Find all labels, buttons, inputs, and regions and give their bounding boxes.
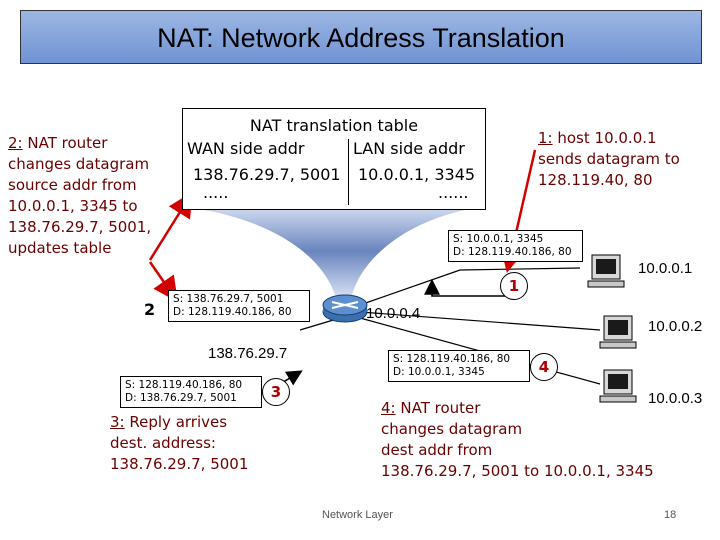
- router-wan-address: 138.76.29.7: [208, 345, 288, 362]
- step3-title: Reply arrives: [124, 413, 228, 431]
- nat-translation-table: NAT translation table WAN side addr LAN …: [182, 108, 486, 210]
- step1-number: 1:: [538, 129, 553, 147]
- packet-3: S: 128.119.40.186, 80 D: 138.76.29.7, 50…: [120, 376, 262, 408]
- marker-2: 2: [144, 300, 156, 319]
- packet-dest: D: 10.0.0.1, 3345: [393, 366, 485, 378]
- table-row-lan: 10.0.0.1, 3345: [358, 165, 476, 184]
- computer-host3-icon: [599, 369, 637, 403]
- step3-number: 3:: [110, 413, 125, 431]
- marker-4: 4: [530, 353, 558, 381]
- step4-title: NAT router: [395, 399, 481, 417]
- table-col-lan: LAN side addr: [353, 139, 465, 158]
- step4-line: changes datagram: [381, 420, 523, 438]
- computer-host1-icon: [587, 254, 625, 288]
- marker-1: 1: [500, 272, 528, 300]
- step1-line: sends datagram to: [538, 150, 680, 168]
- title-bar: NAT: Network Address Translation: [20, 10, 702, 64]
- table-ellipsis-lan: ......: [438, 183, 469, 202]
- table-heading: NAT translation table: [249, 116, 419, 135]
- step2-line: 138.76.29.7, 5001,: [8, 218, 152, 236]
- step1-line: 128.119.40, 80: [538, 171, 653, 189]
- arrow-packet1: [424, 278, 520, 297]
- step2-text: 2: NAT router changes datagram source ad…: [8, 133, 178, 259]
- step2-line: changes datagram: [8, 155, 150, 173]
- computer-host2-icon: [599, 315, 637, 349]
- packet-2: S: 138.76.29.7, 5001 D: 128.119.40.186, …: [168, 290, 310, 322]
- step2-line: source addr from: [8, 176, 137, 194]
- step1-text: 1: host 10.0.0.1 sends datagram to 128.1…: [538, 128, 713, 191]
- step1-title: host 10.0.0.1: [552, 129, 657, 147]
- step3-text: 3: Reply arrives dest. address: 138.76.2…: [110, 412, 280, 475]
- packet-source: S: 128.119.40.186, 80: [125, 379, 243, 391]
- slide-title: NAT: Network Address Translation: [157, 23, 565, 53]
- host3-address: 10.0.0.3: [648, 390, 703, 407]
- packet-dest: D: 138.76.29.7, 5001: [125, 392, 237, 404]
- packet-source: S: 10.0.0.1, 3345: [453, 233, 544, 245]
- host2-address: 10.0.0.2: [648, 318, 703, 335]
- router-icon: [322, 294, 368, 323]
- table-col-wan: WAN side addr: [187, 139, 305, 158]
- host1-address: 10.0.0.1: [638, 260, 693, 277]
- packet-dest: D: 128.119.40.186, 80: [453, 246, 572, 258]
- table-ellipsis-wan: .....: [203, 183, 229, 202]
- packet-1: S: 10.0.0.1, 3345 D: 128.119.40.186, 80: [448, 230, 583, 262]
- step3-line: dest. address:: [110, 434, 216, 452]
- step2-line: updates table: [8, 239, 112, 257]
- packet-source: S: 138.76.29.7, 5001: [173, 293, 284, 305]
- step4-line: dest addr from: [381, 441, 493, 459]
- footer-label: Network Layer: [322, 509, 393, 521]
- funnel-shape: [182, 207, 483, 295]
- step2-title: NAT router: [22, 134, 108, 152]
- marker-3: 3: [262, 378, 290, 406]
- step4-line: 138.76.29.7, 5001 to 10.0.0.1, 3345: [381, 462, 654, 480]
- table-row-wan: 138.76.29.7, 5001: [193, 165, 341, 184]
- page-number: 18: [664, 509, 677, 521]
- step4-text: 4: NAT router changes datagram dest addr…: [381, 398, 711, 482]
- link-router-host2: [359, 311, 601, 331]
- step3-line: 138.76.29.7, 5001: [110, 455, 249, 473]
- table-divider: [348, 139, 349, 205]
- router-lan-address: 10.0.0.4: [366, 305, 421, 322]
- packet-source: S: 128.119.40.186, 80: [393, 353, 511, 365]
- link-router-host1: [359, 267, 581, 306]
- step2-line: 10.0.0.1, 3345 to: [8, 197, 138, 215]
- step2-number: 2:: [8, 134, 23, 152]
- packet-dest: D: 128.119.40.186, 80: [173, 306, 292, 318]
- packet-4: S: 128.119.40.186, 80 D: 10.0.0.1, 3345: [388, 350, 530, 382]
- step4-number: 4:: [381, 399, 396, 417]
